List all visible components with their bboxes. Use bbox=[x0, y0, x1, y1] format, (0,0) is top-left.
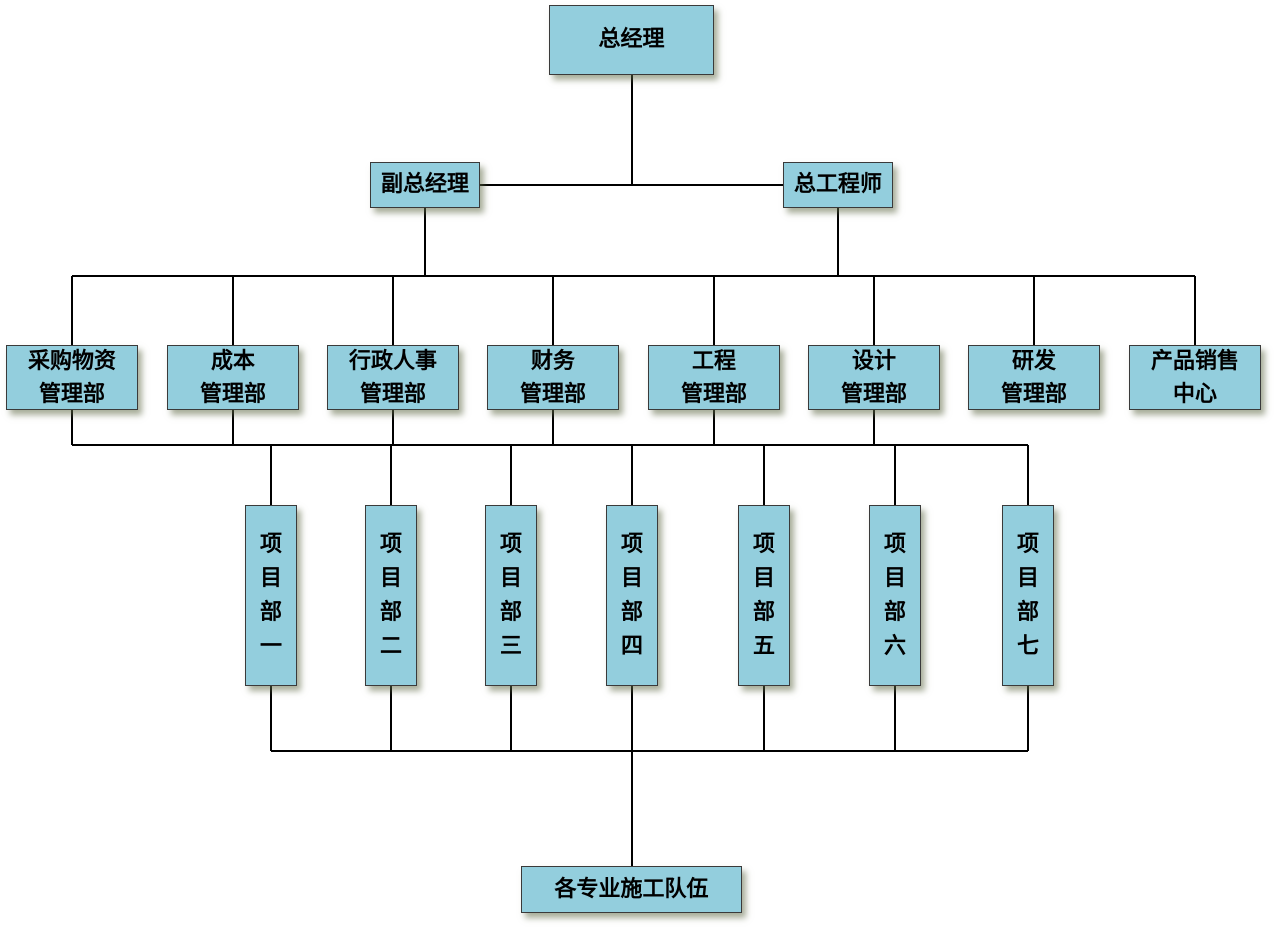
project-char: 六 bbox=[883, 633, 906, 659]
deputy-general-manager-box: 副总经理 bbox=[370, 162, 480, 208]
construction-teams-label: 各专业施工队伍 bbox=[554, 876, 709, 902]
project-char: 项 bbox=[379, 531, 402, 557]
project-char: 目 bbox=[752, 565, 775, 591]
dept-cost-box: 成本 管理部 bbox=[167, 345, 299, 410]
dept-label-line1: 工程 bbox=[691, 348, 736, 374]
dept-admin-hr-box: 行政人事 管理部 bbox=[327, 345, 459, 410]
project-char: 二 bbox=[379, 633, 402, 659]
dept-label-line2: 管理部 bbox=[38, 381, 105, 407]
project-char: 部 bbox=[499, 599, 522, 625]
project-dept-1-box: 项 目 部 一 bbox=[245, 505, 297, 686]
dept-label-line2: 管理部 bbox=[519, 381, 586, 407]
project-char: 目 bbox=[620, 565, 643, 591]
project-char: 项 bbox=[752, 531, 775, 557]
project-char: 项 bbox=[620, 531, 643, 557]
project-char: 项 bbox=[883, 531, 906, 557]
project-char: 目 bbox=[883, 565, 906, 591]
dept-label-line2: 管理部 bbox=[1000, 381, 1067, 407]
project-char: 部 bbox=[752, 599, 775, 625]
dept-label-line1: 产品销售 bbox=[1150, 348, 1239, 374]
project-char: 项 bbox=[1016, 531, 1039, 557]
general-manager-box: 总经理 bbox=[549, 5, 714, 75]
dept-label-line1: 采购物资 bbox=[27, 348, 116, 374]
dept-label-line2: 管理部 bbox=[359, 381, 426, 407]
dept-label-line2: 管理部 bbox=[840, 381, 907, 407]
project-char: 四 bbox=[620, 633, 643, 659]
dept-design-box: 设计 管理部 bbox=[808, 345, 940, 410]
dept-label-line1: 设计 bbox=[851, 348, 896, 374]
project-char: 目 bbox=[1016, 565, 1039, 591]
project-char: 部 bbox=[379, 599, 402, 625]
construction-teams-box: 各专业施工队伍 bbox=[521, 866, 742, 913]
general-manager-label: 总经理 bbox=[598, 27, 665, 52]
project-char: 部 bbox=[259, 599, 282, 625]
project-char: 项 bbox=[499, 531, 522, 557]
dept-procurement-box: 采购物资 管理部 bbox=[6, 345, 138, 410]
dept-engineering-box: 工程 管理部 bbox=[648, 345, 780, 410]
project-dept-2-box: 项 目 部 二 bbox=[365, 505, 417, 686]
project-char: 部 bbox=[620, 599, 643, 625]
dept-sales-center-box: 产品销售 中心 bbox=[1129, 345, 1261, 410]
project-char: 目 bbox=[499, 565, 522, 591]
project-dept-3-box: 项 目 部 三 bbox=[485, 505, 537, 686]
project-char: 项 bbox=[259, 531, 282, 557]
project-char: 目 bbox=[379, 565, 402, 591]
project-dept-4-box: 项 目 部 四 bbox=[606, 505, 658, 686]
dept-label-line1: 财务 bbox=[530, 348, 575, 374]
chief-engineer-box: 总工程师 bbox=[783, 162, 893, 208]
project-char: 一 bbox=[259, 633, 282, 659]
dept-label-line1: 行政人事 bbox=[348, 348, 437, 374]
project-dept-5-box: 项 目 部 五 bbox=[738, 505, 790, 686]
dept-label-line2: 管理部 bbox=[680, 381, 747, 407]
project-char: 七 bbox=[1016, 633, 1039, 659]
project-dept-6-box: 项 目 部 六 bbox=[869, 505, 921, 686]
dept-label-line1: 研发 bbox=[1011, 348, 1056, 374]
dept-label-line1: 成本 bbox=[210, 348, 255, 374]
project-char: 五 bbox=[752, 633, 775, 659]
project-char: 目 bbox=[259, 565, 282, 591]
dept-label-line2: 中心 bbox=[1172, 381, 1217, 407]
deputy-general-manager-label: 副总经理 bbox=[380, 172, 469, 197]
project-dept-7-box: 项 目 部 七 bbox=[1002, 505, 1054, 686]
dept-rnd-box: 研发 管理部 bbox=[968, 345, 1100, 410]
chief-engineer-label: 总工程师 bbox=[793, 172, 882, 197]
dept-finance-box: 财务 管理部 bbox=[487, 345, 619, 410]
project-char: 三 bbox=[499, 633, 522, 659]
project-char: 部 bbox=[883, 599, 906, 625]
dept-label-line2: 管理部 bbox=[199, 381, 266, 407]
project-char: 部 bbox=[1016, 599, 1039, 625]
